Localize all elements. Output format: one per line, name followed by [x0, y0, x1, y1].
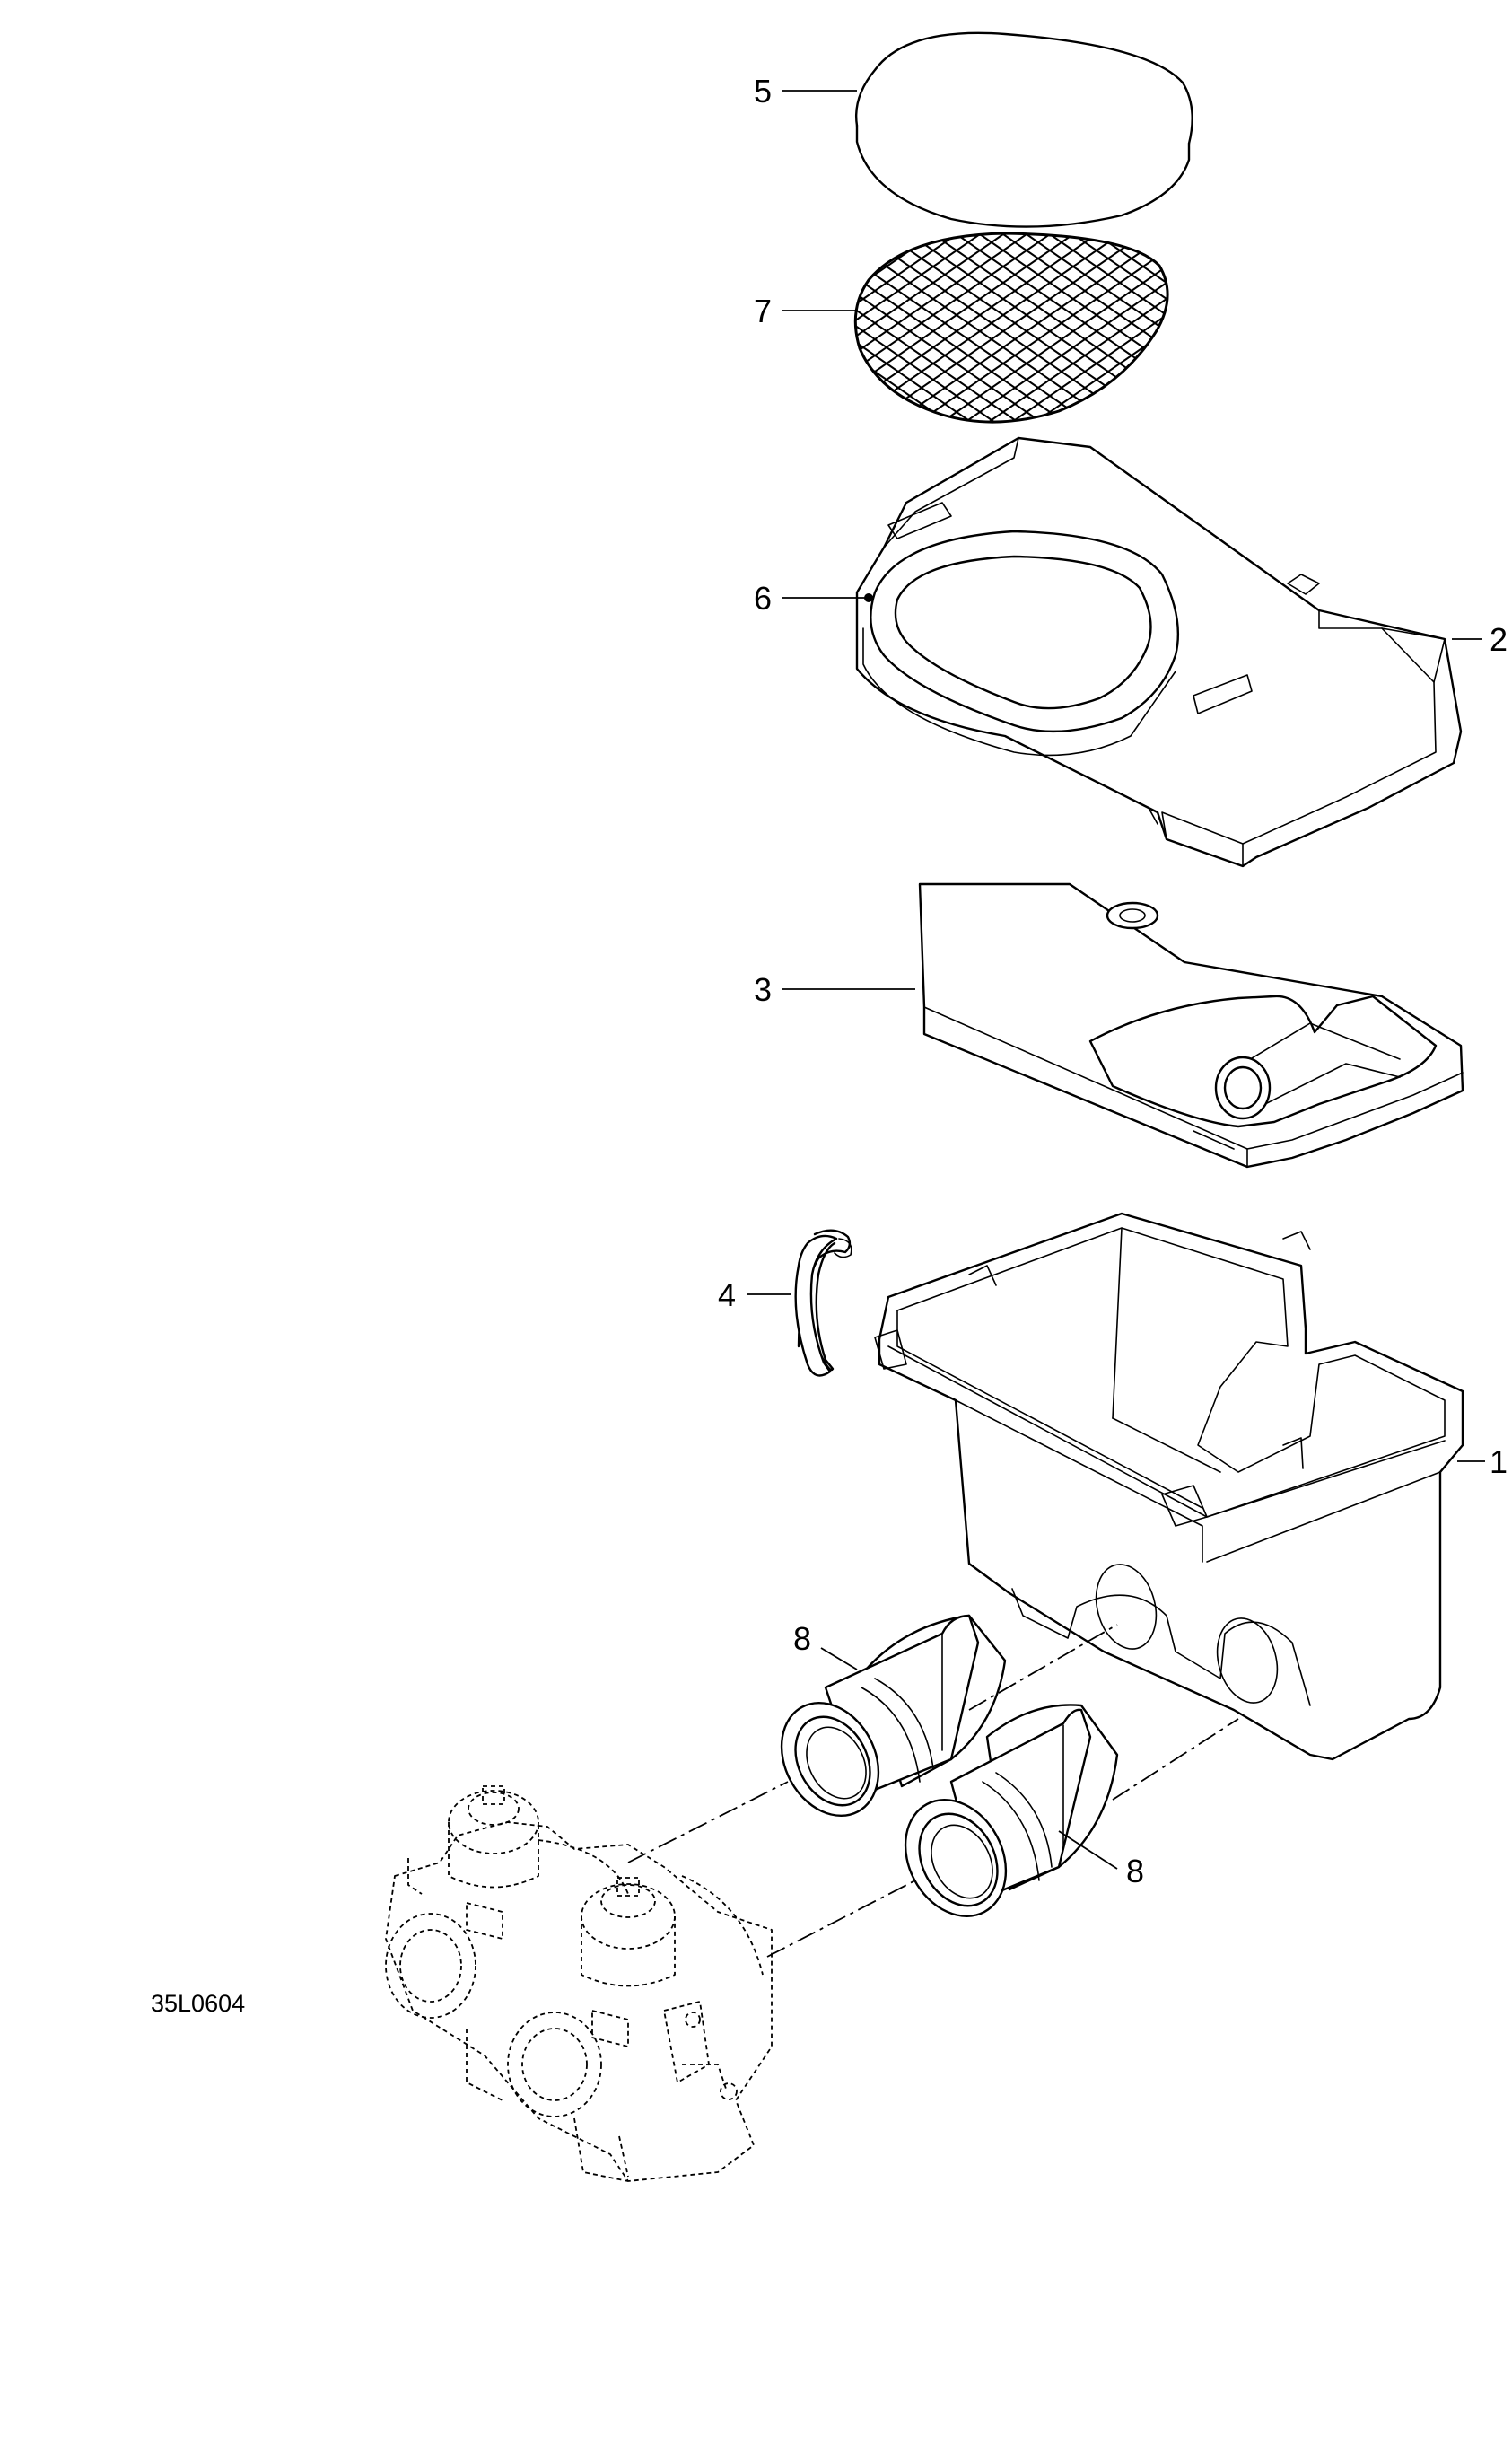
callout-3: 3 — [754, 971, 772, 1008]
callout-6: 6 — [754, 580, 772, 617]
callout-4: 4 — [718, 1276, 736, 1313]
callout-6-dot — [864, 593, 873, 602]
callout-7: 7 — [754, 293, 772, 329]
foam-filter-icon — [855, 31, 1193, 228]
filter-screen-icon — [853, 232, 1169, 424]
callout-8a-leader — [820, 1647, 858, 1670]
carburetor-assembly-icon — [385, 1785, 773, 2182]
air-silencer-base-icon — [874, 1212, 1464, 1761]
callout-1: 1 — [1490, 1443, 1508, 1480]
clip-icon — [794, 1229, 852, 1377]
callout-8b-leader — [1058, 1830, 1118, 1870]
adaptor-sleeve-icon — [904, 1704, 1119, 1918]
callout-5: 5 — [754, 73, 772, 110]
callout-8a: 8 — [793, 1620, 811, 1657]
gasket-icon — [862, 530, 1180, 757]
callout-2: 2 — [1490, 621, 1508, 658]
adaptor-sleeve-icon — [780, 1614, 1007, 1818]
assembly-centerlines — [627, 1624, 1239, 1958]
figure-code: 35L0604 — [151, 1990, 245, 2017]
callout-8b: 8 — [1126, 1853, 1144, 1889]
intake-plate-icon — [918, 882, 1464, 1169]
